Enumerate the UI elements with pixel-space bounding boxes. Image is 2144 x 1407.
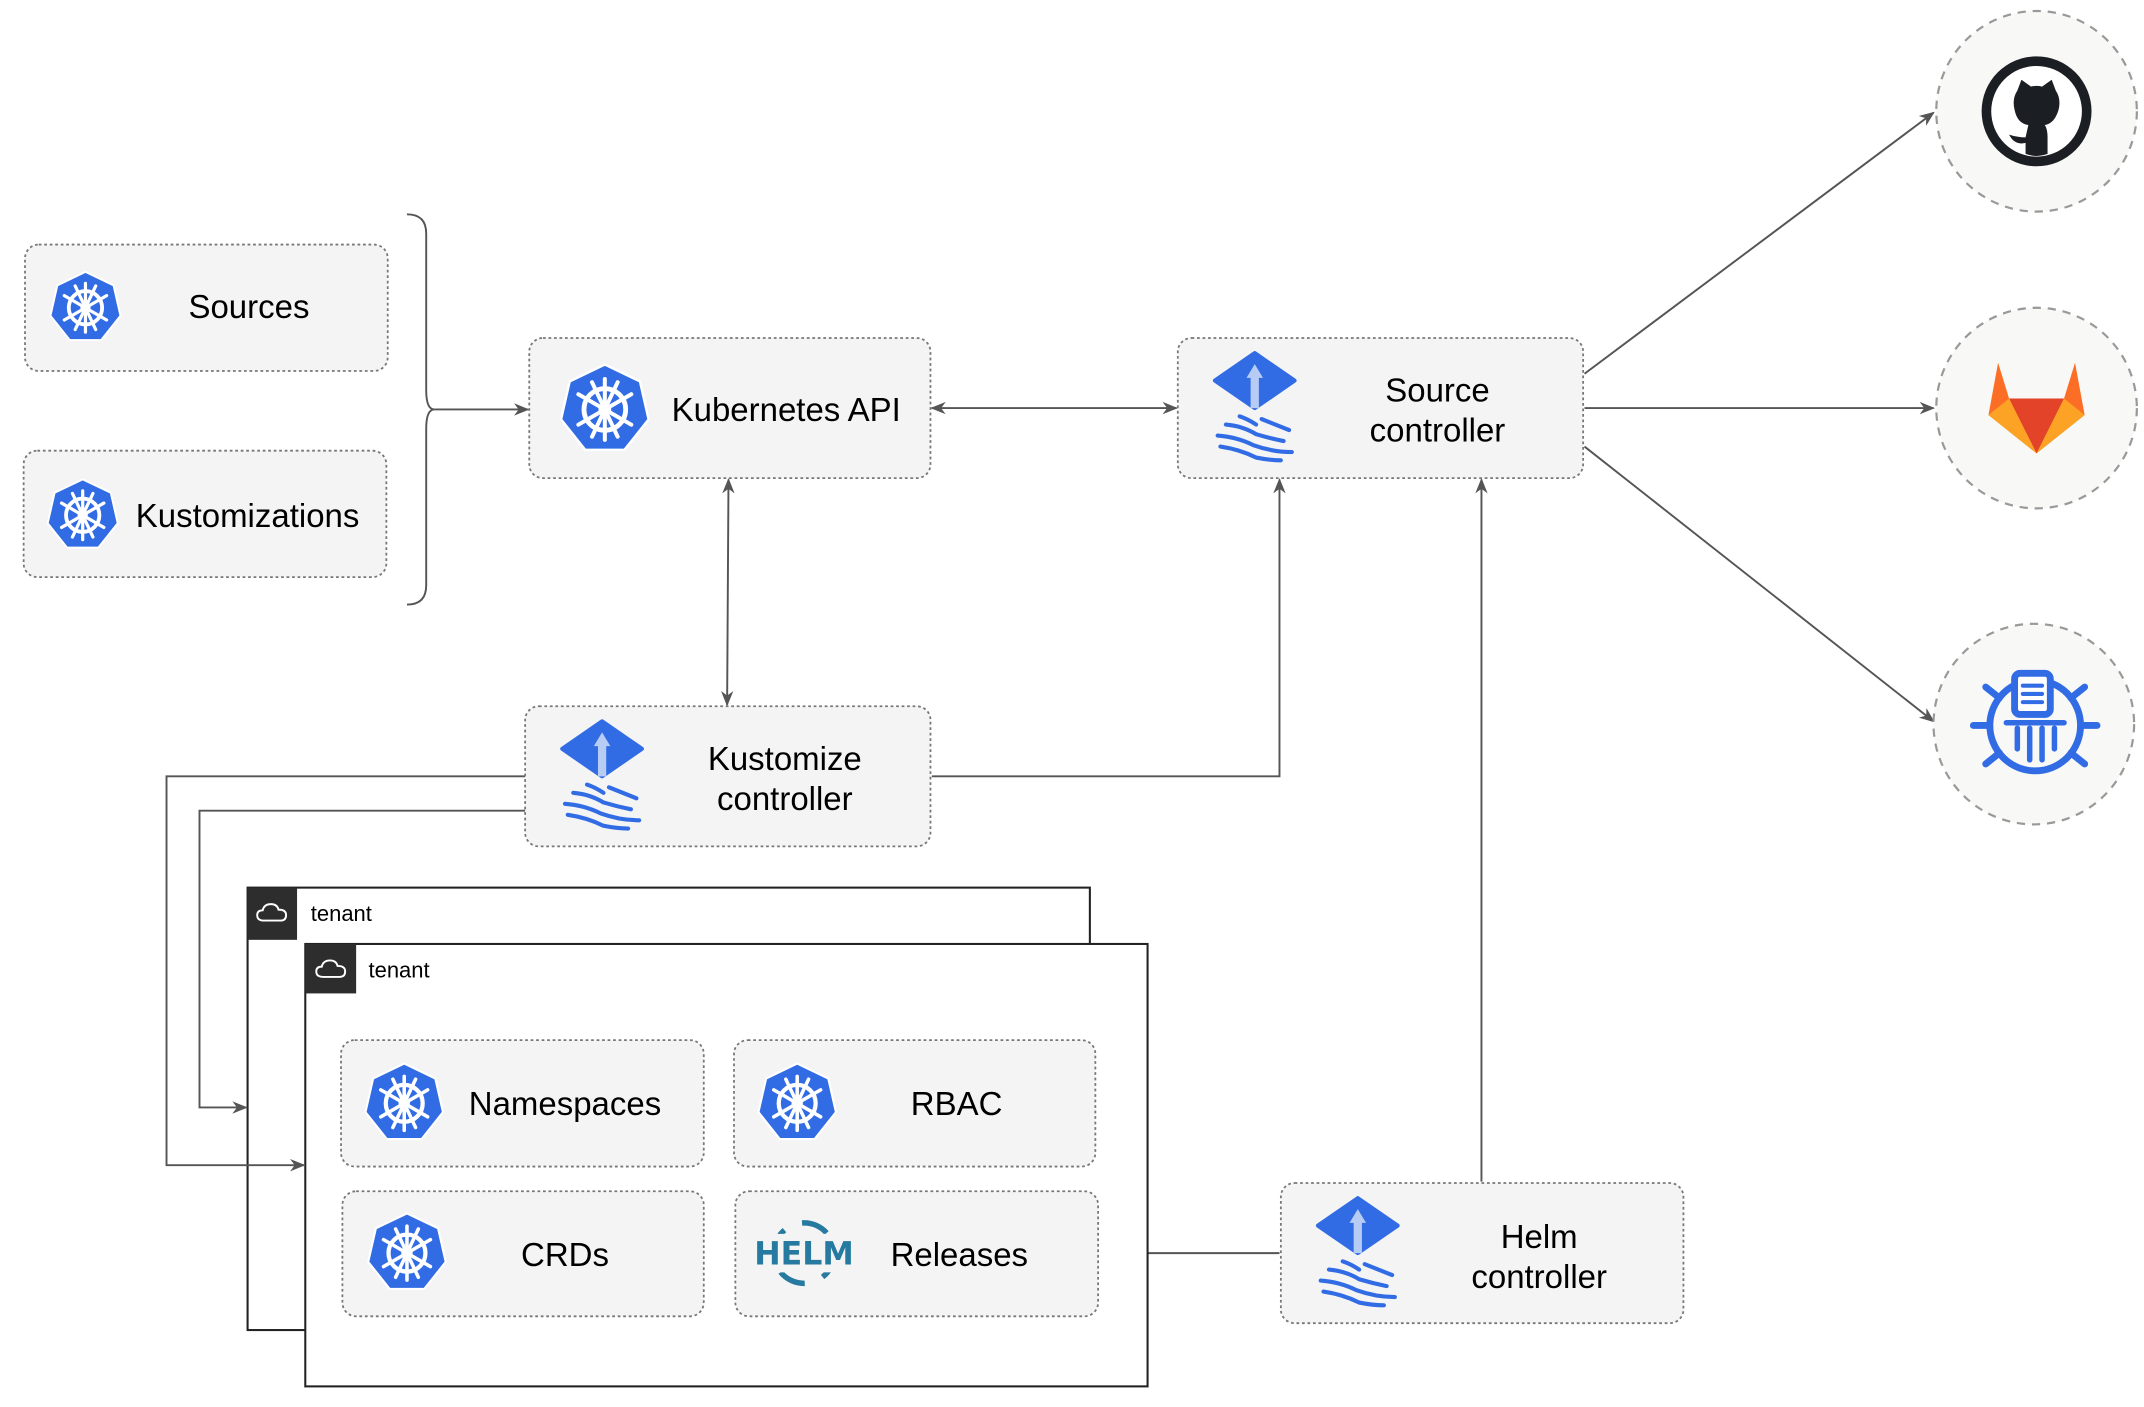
gitlab-source[interactable] [1935,306,2138,510]
edge-source-to-bucket [1583,445,1935,723]
sources-brace [406,213,435,606]
github-source[interactable] [1935,9,2138,213]
edge-source-to-github [1583,111,1935,375]
node-label: Namespaces [469,1085,661,1122]
node-label: Kustomizations [136,497,360,534]
node-rbac[interactable]: RBAC [733,1039,1097,1168]
edge-kustomize-to-source-controller [931,477,1286,778]
node-label: Releases [891,1236,1028,1273]
node-kustomizations[interactable]: Kustomizations [22,449,388,578]
edge-kustomize-to-tenant-back [198,809,526,1114]
tenant-label: tenant [369,958,430,983]
tenant-label: tenant [311,901,372,926]
node-label: CRDs [521,1236,609,1273]
edge-kubernetes-api-kustomize-controller [721,477,735,707]
node-sources[interactable]: Sources [24,243,389,372]
helm-icon: HELM [753,1220,855,1287]
github-icon [1981,56,2092,167]
node-helm-controller[interactable]: Helm controller [1279,1182,1685,1325]
node-label: Kubernetes API [672,391,901,428]
node-kubernetes-api[interactable]: Kubernetes API [528,337,932,480]
node-label: controller [1370,412,1506,449]
node-source-controller[interactable]: Source controller [1176,337,1585,480]
node-namespaces[interactable]: Namespaces [340,1039,705,1168]
node-label: Kustomize [708,740,862,777]
node-label: RBAC [911,1085,1003,1122]
svg-text:HELM: HELM [754,1236,854,1272]
bucket-icon [1969,669,2101,775]
node-crds[interactable]: CRDs [341,1190,705,1318]
node-kustomize-controller[interactable]: Kustomize controller [524,705,932,848]
node-label: controller [717,780,853,817]
node-label: Helm [1501,1218,1578,1255]
node-label: Source [1385,372,1489,409]
node-label: controller [1471,1258,1607,1295]
gitlab-icon [1988,362,2085,454]
node-label: Sources [188,288,309,325]
node-releases[interactable]: HELM Releases [734,1190,1099,1318]
edges [406,111,1936,1260]
bucket-source[interactable] [1932,622,2136,826]
edge-kustomize-to-tenant-front [165,775,526,1172]
